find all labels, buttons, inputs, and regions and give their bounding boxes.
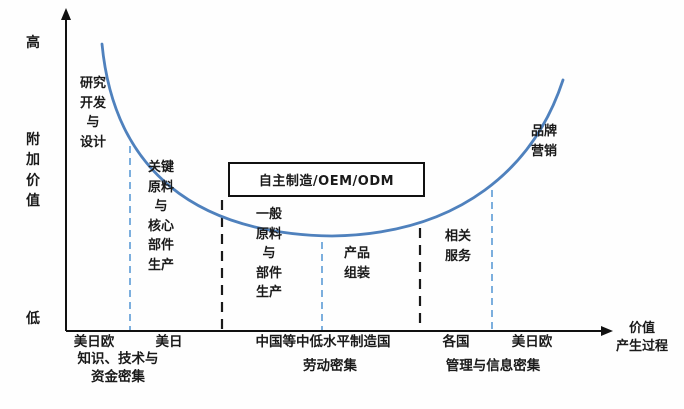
region-label-various-countries: 各国 xyxy=(442,334,470,350)
stage-label-assembly: 产品 组装 xyxy=(343,246,370,281)
x-axis-title: 价值 产生过程 xyxy=(615,321,668,354)
intensity-label-management-info: 管理与信息密集 xyxy=(445,358,541,374)
y-axis-title: 附 加 价 值 xyxy=(26,132,40,209)
region-label-us-jp: 美日 xyxy=(155,334,183,350)
stage-label-rnd: 研究 开发 与 设计 xyxy=(79,76,106,150)
stage-label-services: 相关 服务 xyxy=(444,229,471,264)
y-axis-high-label: 高 xyxy=(26,35,40,51)
region-label-us-jp-eu-right: 美日欧 xyxy=(511,334,553,350)
x-axis-arrow-icon xyxy=(601,326,613,336)
y-axis-low-label: 低 xyxy=(26,311,40,327)
stage-label-key-parts: 关键 原料 与 核心 部件 生产 xyxy=(147,160,174,273)
stage-label-general-parts: 一般 原料 与 部件 生产 xyxy=(255,207,282,300)
intensity-label-knowledge-tech-capital: 知识、技术与 资金密集 xyxy=(77,351,159,386)
y-axis-arrow-icon xyxy=(61,8,71,20)
intensity-label-labor: 劳动密集 xyxy=(303,358,357,374)
region-label-china-mid-low: 中国等中低水平制造国 xyxy=(255,334,391,350)
region-label-us-jp-eu-left: 美日欧 xyxy=(73,334,115,350)
oem-callout-box: 自主制造/OEM/ODM xyxy=(228,162,425,197)
stage-label-branding: 品牌 营销 xyxy=(530,124,557,159)
smile-curve xyxy=(100,42,565,238)
